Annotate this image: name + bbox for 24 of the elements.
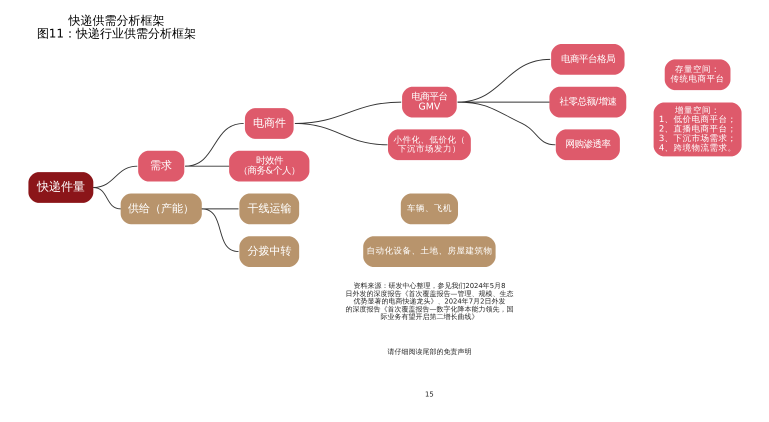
node-box: 存量空间： 传统电商平台 bbox=[664, 59, 730, 90]
connector bbox=[456, 102, 556, 146]
node-box: 自动化设备、土地、房屋建筑物 bbox=[362, 236, 496, 267]
diagram-title: 快递供需分析框架 bbox=[68, 14, 164, 28]
node-box: 分拨中转 bbox=[238, 236, 299, 267]
node-box: 电商平台格局 bbox=[550, 44, 624, 75]
node-box: 社零总额/增速 bbox=[548, 86, 626, 118]
connector bbox=[294, 122, 388, 146]
node-box: 需求 bbox=[138, 150, 184, 182]
node-box: 供给（产能） bbox=[120, 194, 202, 224]
node-box: 时效件 （商务&个人） bbox=[228, 150, 309, 182]
node-box: 干线运输 bbox=[238, 194, 299, 224]
node-box: 快递件量 bbox=[28, 172, 93, 203]
caption: 图11：快递行业供需分析框架 bbox=[36, 26, 196, 40]
connector bbox=[200, 208, 238, 252]
node-box: 网购渗透率 bbox=[555, 129, 620, 160]
node-box: 电商平台GMV bbox=[402, 86, 456, 118]
connector bbox=[92, 187, 121, 210]
node-box: 增量空间： 1、低价电商平台；2、直播电商平台；3、下沉市场需求；4、跨境物流需求。 bbox=[653, 102, 742, 156]
connector bbox=[184, 122, 244, 167]
node-box: 小件化、低价化（下沉市场发力） bbox=[388, 129, 470, 160]
node-box: 电商件 bbox=[244, 108, 294, 139]
connector bbox=[184, 166, 230, 167]
node-box: 车辆、飞机 bbox=[400, 194, 458, 224]
